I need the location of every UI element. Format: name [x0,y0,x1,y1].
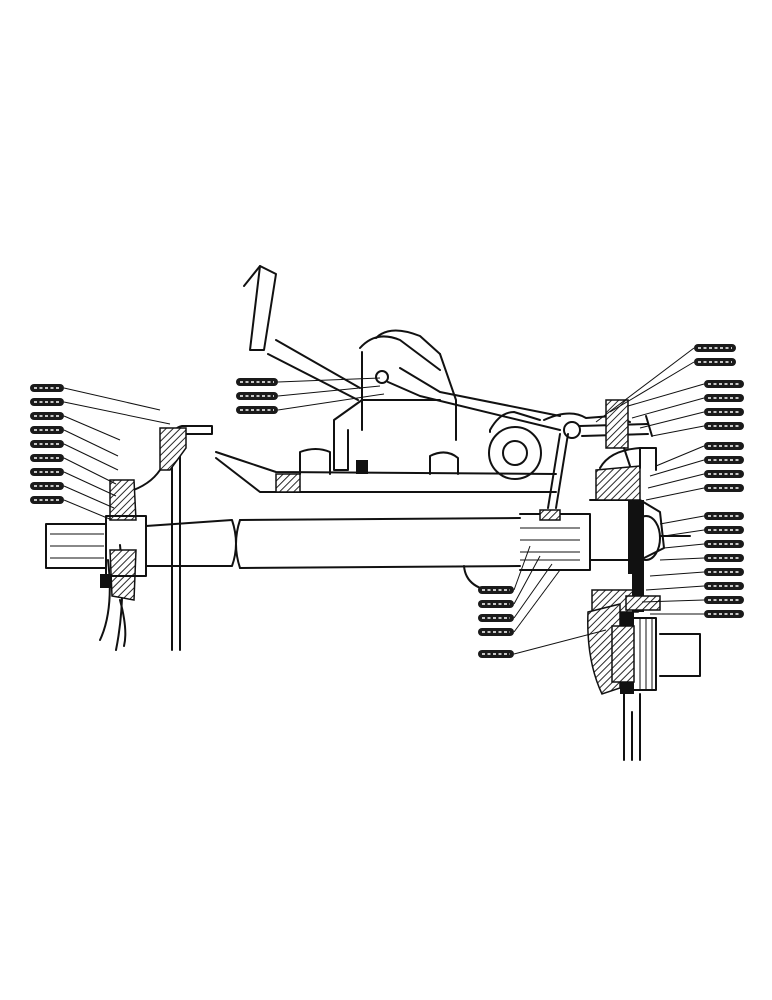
part-tag [650,610,744,618]
leader-line [655,445,705,467]
part-tag [478,555,541,608]
part-tag [649,456,744,477]
leader-line [63,415,121,441]
leader-line [513,545,531,591]
leader-line [277,393,385,411]
part-tag [639,408,744,429]
part-tag [236,385,381,400]
right-housing [587,447,701,761]
part-tag [30,384,161,411]
leader-line [641,599,705,603]
part-tag-label [704,380,744,388]
part-tag [655,442,744,467]
leader-line [63,499,113,521]
leader-line [595,347,695,423]
leader-line [513,555,541,605]
leader-line [645,487,705,501]
part-tag-label [704,456,744,464]
part-tag-label [704,596,744,604]
part-tag [659,554,744,562]
part-tag [30,440,119,471]
part-tag-label [704,442,744,450]
leader-line [277,385,381,397]
part-tag [30,468,117,497]
part-tag [627,380,744,407]
leader-line [63,401,171,425]
part-tag-label [704,408,744,416]
part-tags [30,344,744,658]
part-tag [478,545,531,594]
part-tag [641,596,744,604]
part-tag [659,512,744,525]
part-tag [30,454,117,485]
leader-line [647,473,705,489]
part-tag-label [704,540,744,548]
part-tag [663,540,744,549]
part-tag [609,358,736,413]
leader-line [659,515,705,525]
part-tag [663,526,744,537]
part-tag-label [704,554,744,562]
part-tag [478,569,561,636]
leader-line [645,585,705,591]
part-tag-label [704,568,744,576]
leader-line [277,377,381,383]
part-tag-label [704,394,744,402]
pedal-assembly [215,265,653,521]
part-tag [30,482,115,509]
part-tag [30,398,171,425]
leader-line [63,471,117,497]
leader-line [513,563,553,619]
part-tag [478,563,553,622]
leader-line [63,485,115,509]
leader-line [627,383,705,407]
part-tag [30,426,119,457]
leader-line [63,457,117,485]
part-tag [478,629,607,658]
leader-line [513,629,607,655]
left-housing [99,425,213,651]
part-tag-label [704,526,744,534]
part-tag [236,393,385,414]
part-tag [236,377,381,386]
leader-line [663,543,705,549]
part-tag-label [704,610,744,618]
leader-line [63,429,119,457]
part-tag-label [704,582,744,590]
leader-line [631,397,705,419]
part-tag [651,422,744,437]
part-tag [645,484,744,501]
leader-line [639,411,705,429]
leader-line [513,569,561,633]
part-tag [631,394,744,419]
leader-line [651,425,705,437]
leader-line [649,571,705,577]
part-tag [645,582,744,591]
part-tag [30,412,121,441]
leader-line [663,529,705,537]
part-tag-label [704,470,744,478]
part-tag [649,568,744,577]
part-tag [595,344,736,423]
leader-line [63,443,119,471]
part-tag-label [704,422,744,430]
leader-line [609,361,695,413]
leader-line [649,459,705,477]
leader-line [659,557,705,561]
part-tag [647,470,744,489]
part-tag-label [704,484,744,492]
part-tag-label [704,512,744,520]
leader-line [63,387,161,411]
part-tag [30,496,113,521]
